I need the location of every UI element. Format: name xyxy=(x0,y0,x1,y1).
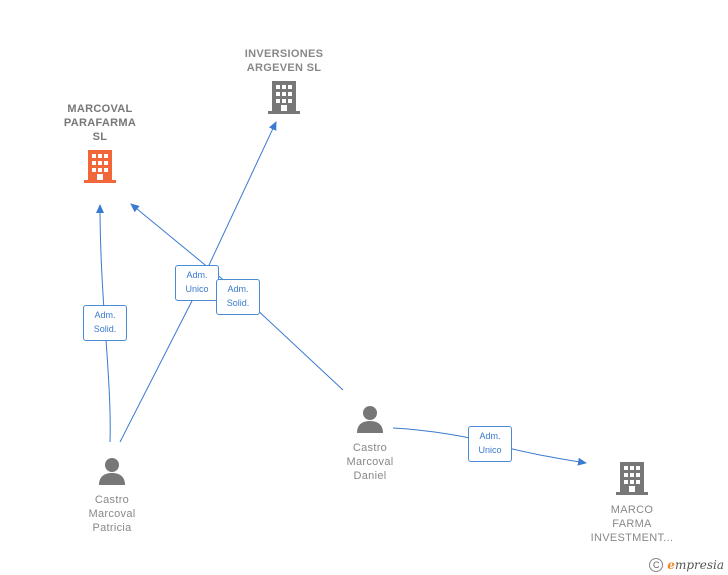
node-label: Castro Marcoval Patricia xyxy=(88,494,136,534)
node-castro-daniel[interactable]: Castro Marcoval Daniel xyxy=(330,404,410,483)
brand-logo: empresia xyxy=(667,558,724,572)
node-castro-patricia[interactable]: Castro Marcoval Patricia xyxy=(72,456,152,535)
node-label: MARCO FARMA INVESTMENT... xyxy=(590,504,674,544)
node-marco-farma[interactable]: MARCO FARMA INVESTMENT... xyxy=(572,460,692,545)
edge-role-badge: Adm. Solid. xyxy=(216,279,260,315)
edge-role-badge: Adm. Unico xyxy=(468,426,512,462)
node-label: Castro Marcoval Daniel xyxy=(346,442,394,482)
node-marcoval-parafarma[interactable]: MARCOVAL PARAFARMA SL xyxy=(50,102,150,189)
building-icon xyxy=(268,81,300,114)
node-label: INVERSIONES ARGEVEN SL xyxy=(244,48,324,74)
building-icon xyxy=(616,462,648,495)
node-inversiones-argeven[interactable]: INVERSIONES ARGEVEN SL xyxy=(228,47,340,120)
person-icon xyxy=(99,458,125,485)
person-icon xyxy=(357,406,383,433)
node-label: MARCOVAL PARAFARMA SL xyxy=(63,103,137,143)
edge-role-badge: Adm. Solid. xyxy=(83,305,127,341)
copyright-icon: C xyxy=(649,558,664,572)
edge-role-badge: Adm. Unico xyxy=(175,265,219,301)
building-icon xyxy=(84,150,116,183)
